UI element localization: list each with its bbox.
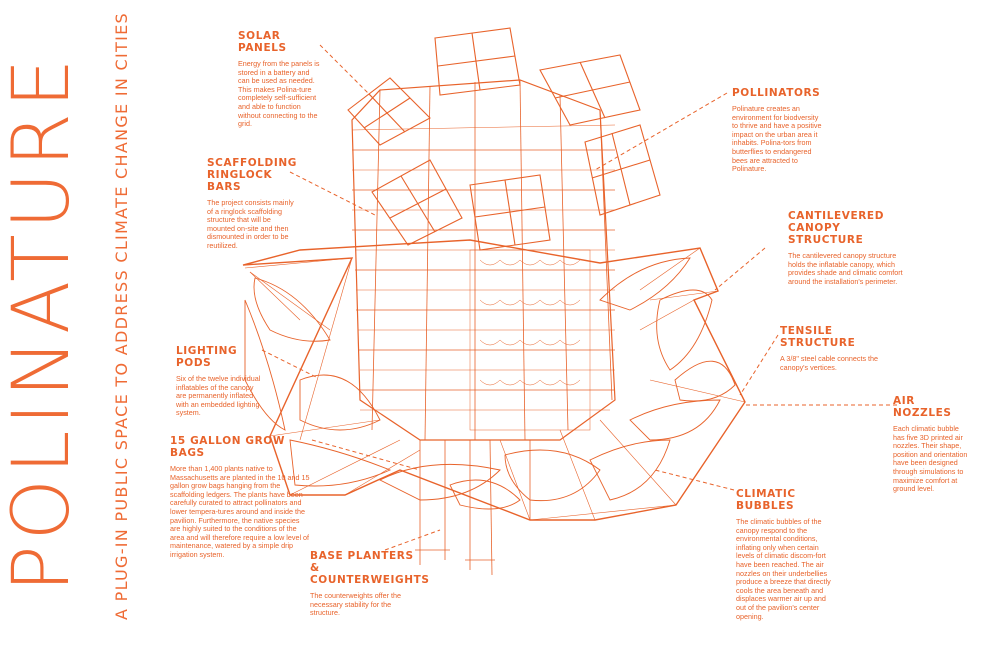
label-solar-panels: SOLAR PANELS Energy from the panels is s…	[238, 30, 323, 129]
label-body: Polinature creates an environment for bi…	[732, 104, 822, 174]
label-title: CLIMATIC BUBBLES	[736, 488, 796, 512]
label-title: TENSILE STRUCTURE	[780, 325, 856, 349]
label-body: Energy from the panels is stored in a ba…	[238, 59, 320, 129]
label-pollinators: POLLINATORS Polinature creates an enviro…	[732, 87, 822, 174]
label-body: The project consists mainly of a ringloc…	[207, 198, 294, 250]
solar-panel-front-left	[371, 159, 463, 246]
solar-panel-front-right	[584, 124, 661, 216]
plant-interior	[469, 249, 591, 431]
label-title: 15 GALLON GROW BAGS	[170, 435, 285, 459]
label-tensile-structure: TENSILE STRUCTURE A 3/8" steel cable con…	[780, 325, 900, 372]
label-body: A 3/8" steel cable connects the canopy's…	[780, 354, 879, 372]
label-body: Each climatic bubble has five 3D printed…	[893, 424, 968, 494]
canopy-outline	[242, 239, 746, 521]
label-title: SCAFFOLDING	[207, 157, 297, 169]
label-title: SOLAR PANELS	[238, 30, 287, 54]
base-legs	[415, 439, 531, 576]
label-body: The counterweights offer the necessary s…	[310, 591, 401, 618]
label-title: POLLINATORS	[732, 87, 821, 99]
solar-panel-center	[469, 174, 551, 251]
label-lighting-pods: LIGHTING PODS Six of the twelve individu…	[176, 345, 261, 418]
label-body: Six of the twelve individual inflatables…	[176, 374, 261, 418]
label-title: CANTILEVERED	[788, 210, 885, 222]
label-title: BASE PLANTERS &	[310, 550, 414, 574]
label-scaffolding: SCAFFOLDING RINGLOCK BARS The project co…	[207, 157, 297, 251]
climatic-bubbles	[244, 257, 736, 510]
scaffold-tower	[351, 79, 616, 441]
leader-lines	[261, 44, 897, 551]
label-grow-bags: 15 GALLON GROW BAGS More than 1,400 plan…	[170, 435, 310, 560]
solar-panel-right	[539, 54, 641, 126]
label-body: The cantilevered canopy structure holds …	[788, 251, 903, 286]
label-air-nozzles: AIR NOZZLES Each climatic bubble has fiv…	[893, 395, 971, 494]
solar-panel-left	[347, 77, 431, 146]
label-climatic-bubbles: CLIMATIC BUBBLES The climatic bubbles of…	[736, 488, 831, 621]
label-base-planters: BASE PLANTERS & COUNTERWEIGHTS The count…	[310, 550, 430, 618]
label-title-2: COUNTERWEIGHTS	[310, 574, 430, 586]
solar-panels	[347, 27, 661, 251]
label-title: LIGHTING PODS	[176, 345, 238, 369]
label-title: AIR NOZZLES	[893, 395, 952, 419]
label-body: More than 1,400 plants native to Massach…	[170, 464, 310, 559]
solar-panel-top	[434, 27, 521, 96]
label-title-2: RINGLOCK BARS	[207, 169, 273, 193]
label-body: The climatic bubbles of the canopy respo…	[736, 517, 831, 621]
label-cantilevered-canopy: CANTILEVERED CANOPY STRUCTURE The cantil…	[788, 210, 913, 286]
label-title-2: CANOPY STRUCTURE	[788, 222, 864, 246]
